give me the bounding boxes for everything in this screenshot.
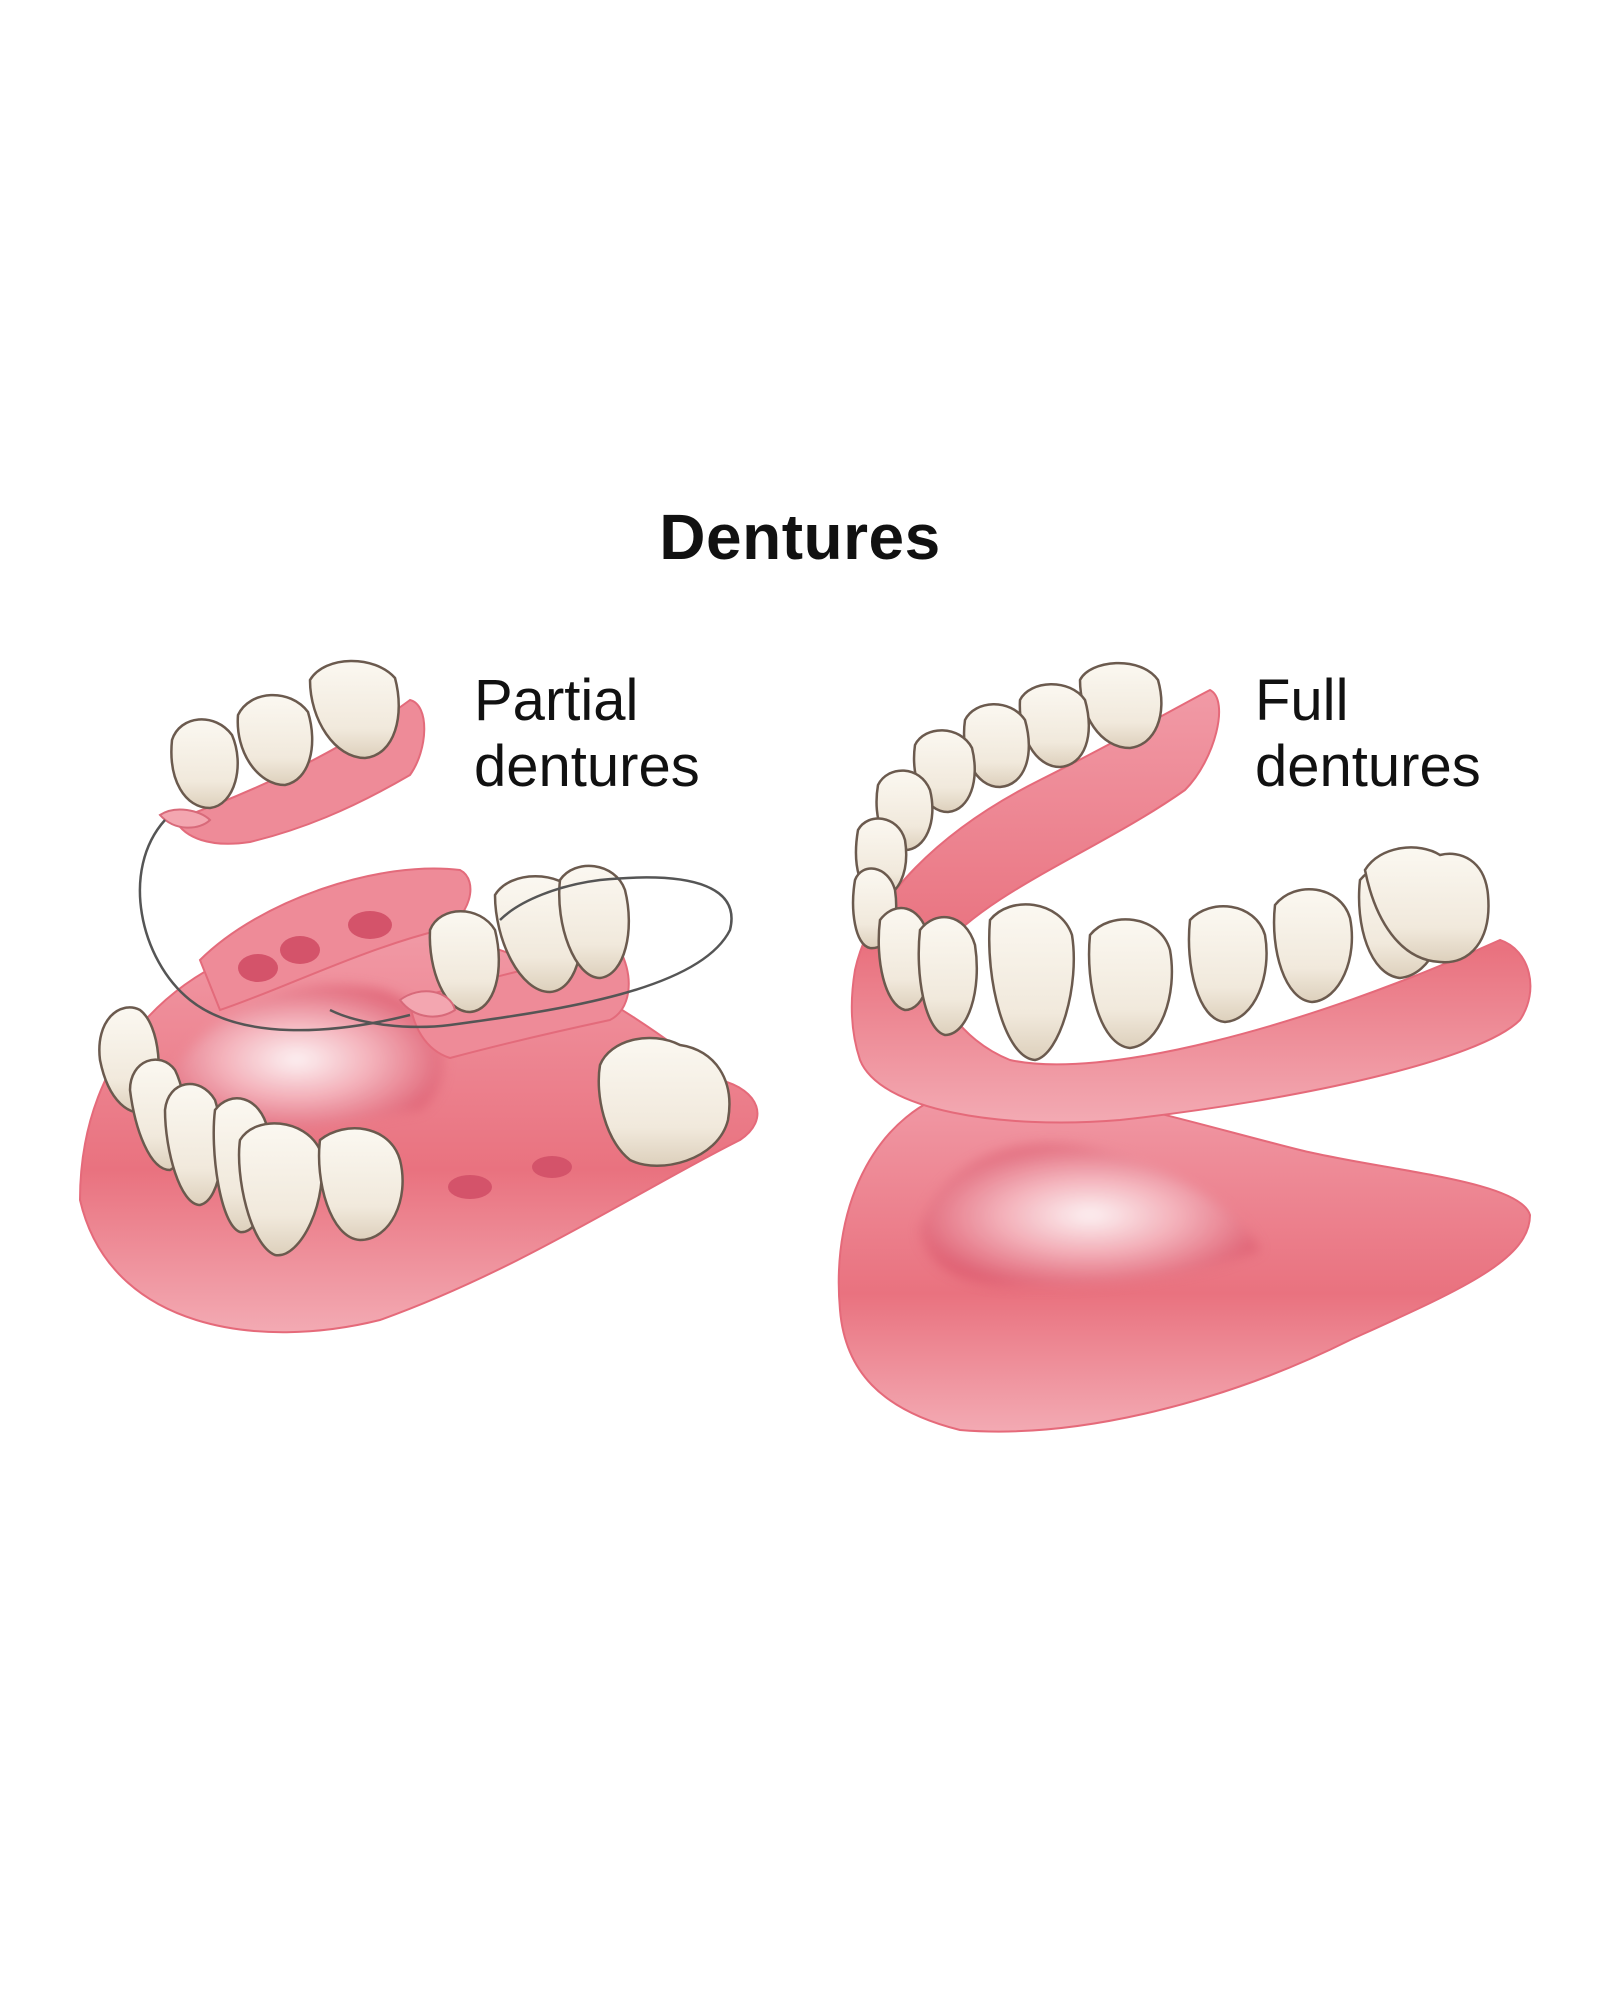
tooth xyxy=(558,864,631,980)
molar-tooth xyxy=(597,1036,731,1167)
diagram-title: Dentures xyxy=(659,501,941,573)
tooth xyxy=(917,915,979,1037)
tooth xyxy=(1078,661,1163,750)
partial-dentures-label: Partial dentures xyxy=(474,668,700,799)
tooth xyxy=(237,1122,324,1257)
tooth xyxy=(308,659,400,760)
implant-hole xyxy=(348,911,392,939)
tooth xyxy=(1187,905,1268,1024)
tooth xyxy=(317,1127,404,1242)
implant-hole xyxy=(238,954,278,982)
partial-upper-gum-strip xyxy=(198,867,472,1012)
clasp-tab xyxy=(398,990,457,1018)
full-upper-back-teeth xyxy=(851,661,1163,950)
implant-hole xyxy=(532,1156,572,1178)
clasp-tab xyxy=(158,808,212,829)
full-upper-gum xyxy=(850,688,1532,1124)
full-dentures-label: Full dentures xyxy=(1255,668,1481,799)
implant-hole xyxy=(280,936,320,964)
tooth xyxy=(428,910,501,1014)
full-denture-group xyxy=(837,661,1532,1433)
implant-hole xyxy=(448,1175,492,1199)
tooth xyxy=(988,903,1076,1062)
partial-wire-clasp xyxy=(138,819,733,1032)
partial-upper-piece-right xyxy=(398,864,631,1060)
full-lower-gum xyxy=(837,1086,1532,1433)
molar-tooth xyxy=(1363,846,1490,964)
partial-upper-piece-left xyxy=(158,659,426,845)
full-upper-front-teeth xyxy=(877,846,1490,1062)
tooth xyxy=(1272,888,1354,1004)
tooth xyxy=(1018,683,1090,769)
tooth xyxy=(1087,918,1174,1050)
tooth xyxy=(170,718,239,810)
tooth xyxy=(236,693,314,787)
partial-denture-group xyxy=(78,659,759,1334)
partial-lower-teeth xyxy=(98,1006,731,1257)
